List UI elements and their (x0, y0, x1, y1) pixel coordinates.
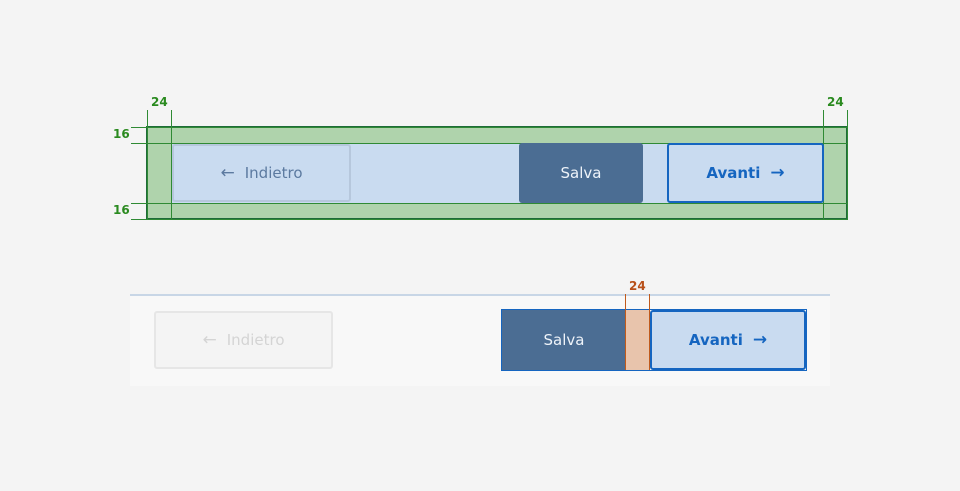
back-button-label: Indietro (244, 164, 303, 182)
back-button[interactable]: ← Indietro (172, 144, 351, 202)
padding-left-label: 24 (151, 95, 168, 109)
back-button-label: Indietro (226, 331, 285, 349)
arrow-left-icon: ← (202, 330, 217, 350)
save-button[interactable]: Salva (502, 310, 626, 370)
save-button[interactable]: Salva (519, 143, 643, 203)
gap-label: 24 (629, 279, 646, 293)
guide-line-left-inner (171, 110, 172, 220)
padding-top-label: 16 (113, 127, 130, 141)
button-group-outline (501, 309, 807, 371)
next-button[interactable]: Avanti → (667, 143, 824, 203)
gap-guide-left (625, 294, 626, 370)
guide-line-bottom-outer (131, 219, 848, 220)
guide-line-bottom-inner (131, 203, 848, 204)
padding-right-label: 24 (827, 95, 844, 109)
guide-line-right-outer (847, 110, 848, 220)
padding-bottom-label: 16 (113, 203, 130, 217)
gap-guide-right (649, 294, 650, 370)
back-button-disabled[interactable]: ← Indietro (154, 311, 333, 369)
save-button-label: Salva (560, 164, 602, 182)
guide-line-left-outer (147, 110, 148, 220)
save-button-label: Salva (543, 331, 585, 349)
arrow-right-icon: → (752, 330, 768, 350)
action-bar-divider (130, 294, 830, 296)
guide-line-top-inner (131, 143, 848, 144)
guide-line-top-outer (131, 127, 848, 128)
next-button-label: Avanti (688, 331, 743, 349)
arrow-right-icon: → (770, 163, 785, 183)
arrow-left-icon: ← (220, 163, 235, 183)
next-button-label: Avanti (706, 164, 761, 182)
next-button[interactable]: Avanti → (650, 310, 806, 370)
gap-indicator (626, 310, 650, 370)
